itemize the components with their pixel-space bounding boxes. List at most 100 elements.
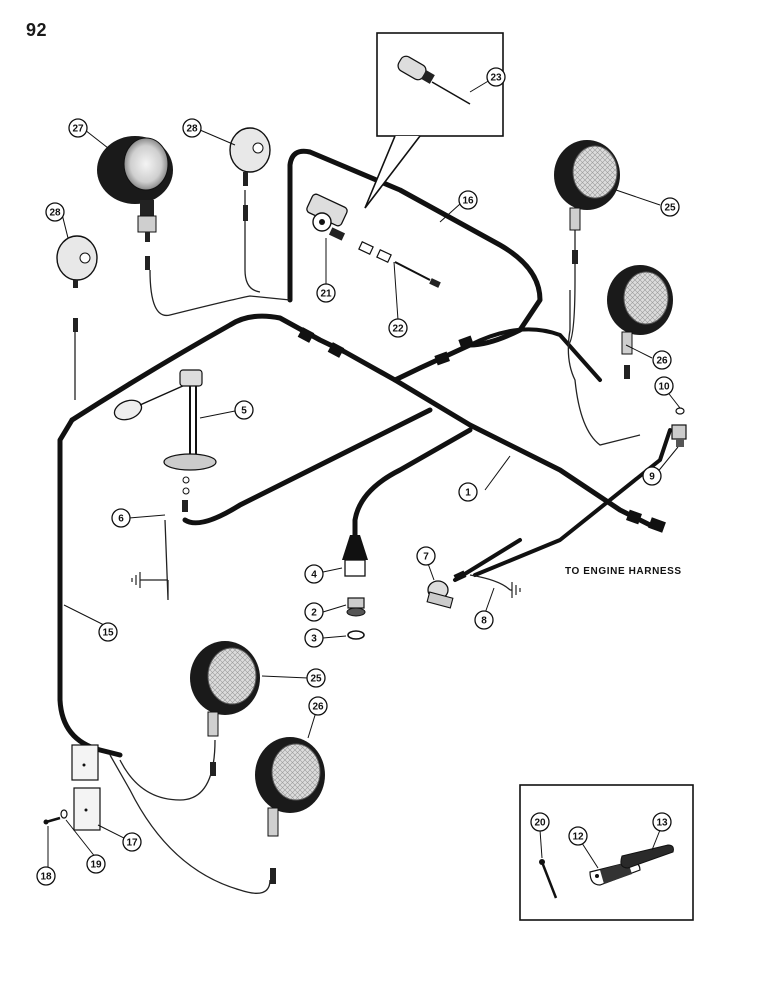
svg-text:5: 5 [241,406,247,417]
harness-to-7 [453,538,522,582]
svg-text:25: 25 [310,674,322,685]
svg-text:21: 21 [320,289,332,300]
washer-10 [675,407,685,415]
svg-text:10: 10 [658,382,670,393]
bolt-20-icon [539,859,558,899]
svg-text:18: 18 [40,872,52,883]
svg-text:3: 3 [311,634,317,645]
callout-7: 7 [416,546,436,566]
harness-16 [287,148,543,383]
connectors [297,327,666,582]
callout-25-upper: 25 [660,197,680,217]
connector-right-b [626,509,642,525]
callout-26-upper: 26 [652,350,672,370]
svg-text:28: 28 [186,124,198,135]
svg-text:28: 28 [49,208,61,219]
svg-text:23: 23 [490,73,502,84]
svg-text:26: 26 [312,702,324,713]
lamp-leads [74,190,641,894]
main-harness [57,148,672,758]
inset-bracket-parts [519,784,694,921]
work-lamp-25-upper [554,140,620,264]
washer-3 [347,630,365,640]
connector-right-c [648,517,666,533]
callout-12: 12 [568,826,588,846]
callout-25-lower: 25 [306,668,326,688]
callout-4: 4 [304,564,324,584]
callout-9: 9 [642,466,662,486]
page-number: 92 [26,20,48,40]
callout-19: 19 [86,854,106,874]
callout-2: 2 [304,602,324,622]
inset-23 [364,32,504,209]
sending-unit-5 [113,369,217,512]
pressure-sender-4 [342,535,368,577]
connector-22 [358,241,441,288]
ground-symbols [131,572,521,598]
svg-text:9: 9 [649,472,655,483]
svg-text:8: 8 [481,616,487,627]
inset-23-part-icon [397,55,471,105]
harness-right-branch [468,327,602,382]
callout-17: 17 [122,832,142,852]
harness-to-9 [473,428,672,577]
callout-26-lower: 26 [308,696,328,716]
switch-21 [306,193,348,241]
svg-text:27: 27 [72,124,84,135]
sender-2 [346,597,366,617]
svg-text:6: 6 [118,514,124,525]
svg-text:4: 4 [311,570,317,581]
svg-text:17: 17 [126,838,138,849]
svg-text:26: 26 [656,356,668,367]
marker-lamp-28-upper [229,127,271,221]
callouts: 27 28 28 23 16 21 22 25 26 10 9 5 1 6 4 … [36,67,680,886]
pad-13-icon [620,844,674,869]
connector-upper-mid [327,342,345,358]
callout-3: 3 [304,628,324,648]
svg-text:13: 13 [656,818,668,829]
callout-10: 10 [654,376,674,396]
work-lamp-25-lower [190,641,260,776]
callout-8: 8 [474,610,494,630]
svg-text:19: 19 [90,860,102,871]
callout-1: 1 [458,482,478,502]
svg-text:15: 15 [102,628,114,639]
callout-15: 15 [98,622,118,642]
svg-text:7: 7 [423,552,429,563]
washer-19 [60,809,68,819]
callout-5: 5 [234,400,254,420]
callout-16: 16 [458,190,478,210]
leader-lines [47,79,681,869]
switch-7 [426,580,454,609]
svg-text:2: 2 [311,608,317,619]
callout-23: 23 [486,67,506,87]
callout-21: 21 [316,283,336,303]
svg-text:1: 1 [465,488,471,499]
svg-text:20: 20 [534,818,546,829]
callout-18: 18 [36,866,56,886]
harness-to-sender [352,427,473,538]
sender-9 [671,424,687,447]
harness-upper-loop [69,313,653,528]
flood-lamp-27 [97,136,173,270]
work-lamp-26-upper [607,265,673,379]
callout-27: 27 [68,118,88,138]
svg-text:12: 12 [572,832,584,843]
callout-20: 20 [530,812,550,832]
connector-16-end [434,351,450,366]
connector-7-lead [453,570,467,582]
connector-right-a [458,335,474,350]
callout-22: 22 [388,318,408,338]
harness-to-unit-5 [182,407,433,526]
connector-upper-left [297,327,315,343]
bolt-18 [43,816,61,825]
engine-harness-note: TO ENGINE HARNESS [565,566,682,577]
bracket-17 [71,744,101,831]
svg-text:22: 22 [392,324,404,335]
svg-text:16: 16 [462,196,474,207]
callout-13: 13 [652,812,672,832]
callout-6: 6 [111,508,131,528]
harness-15 [57,417,123,758]
work-lamp-26-lower [255,737,325,884]
